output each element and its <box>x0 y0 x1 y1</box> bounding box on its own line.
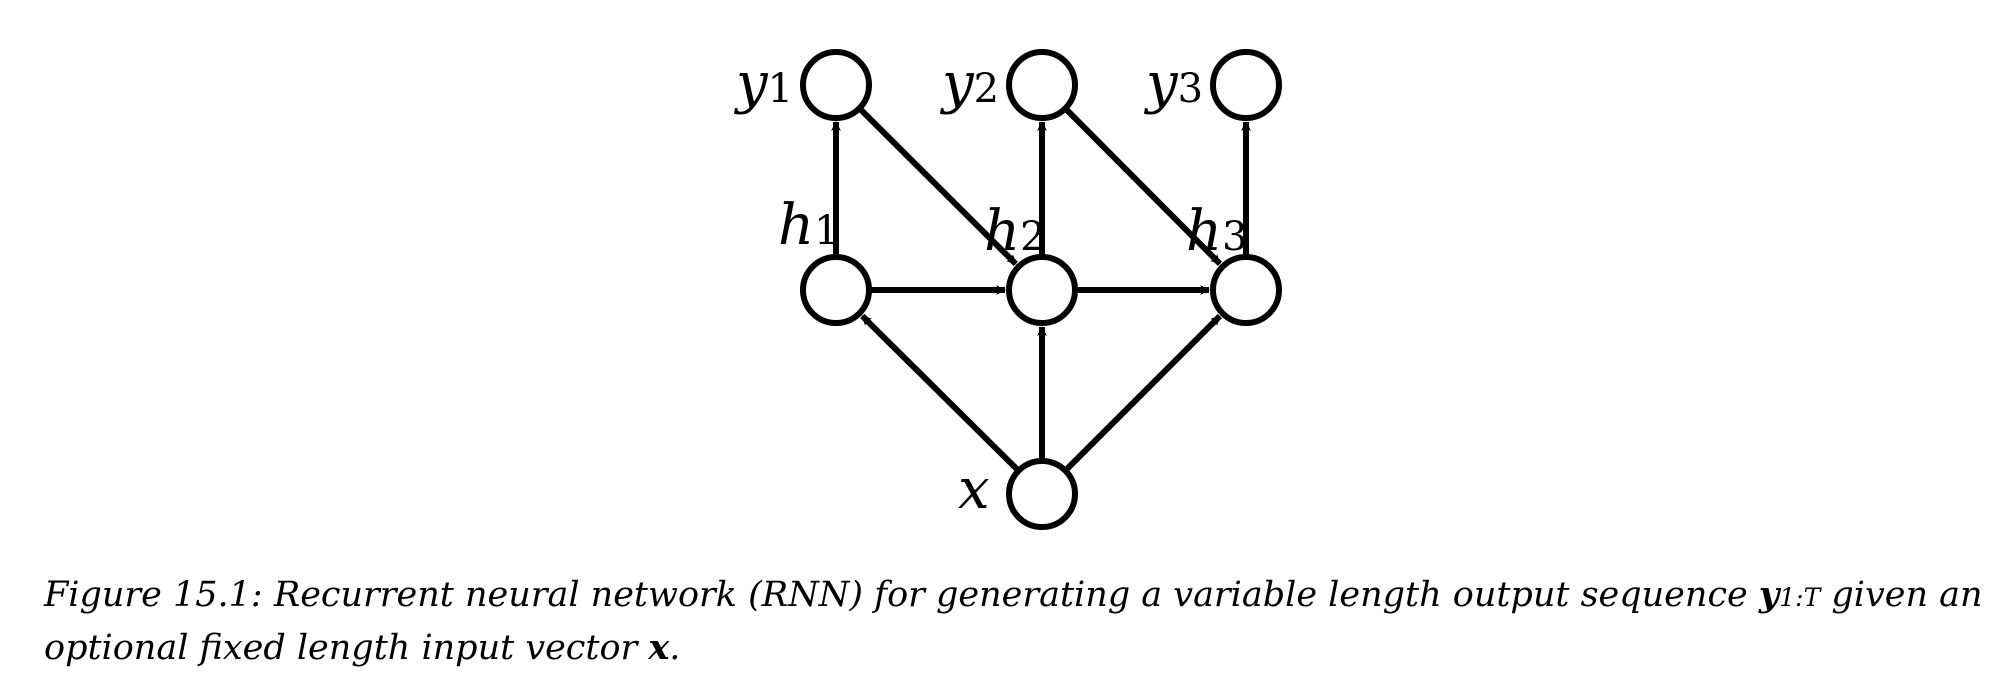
label-h3-subscript: 3 <box>1222 214 1247 260</box>
rnn-diagram: y1 y2 y3 h1 h2 h3 x <box>733 49 1282 530</box>
label-h2-subscript: 2 <box>1020 214 1045 260</box>
edge-x-to-h1 <box>860 313 1021 473</box>
node-h2 <box>1006 254 1078 326</box>
node-y1 <box>800 49 872 121</box>
node-y2 <box>1006 49 1078 121</box>
caption-y-symbol: y <box>1758 574 1780 615</box>
label-y1: y1 <box>733 51 793 116</box>
node-x <box>1006 458 1078 530</box>
label-y2-subscript: 2 <box>974 66 999 112</box>
caption-x-symbol: x <box>648 627 670 668</box>
edge-x-to-h3 <box>1063 314 1222 473</box>
label-x: x <box>958 457 990 522</box>
label-h1-subscript: 1 <box>814 208 839 254</box>
node-y3 <box>1210 49 1282 121</box>
node-h1 <box>800 254 872 326</box>
label-y2: y2 <box>939 51 999 116</box>
caption-text-1-end: given an <box>1820 575 1983 615</box>
figure-caption: Figure 15.1: Recurrent neural network (R… <box>44 570 1984 673</box>
edge-y1-to-h2 <box>857 106 1018 267</box>
label-h3: h3 <box>1186 199 1248 264</box>
caption-text-1: Figure 15.1: Recurrent neural network (R… <box>44 575 1759 615</box>
edge-y2-to-h3 <box>1063 106 1223 266</box>
caption-text-2-end: . <box>669 628 681 668</box>
label-y3: y3 <box>1143 51 1203 116</box>
caption-line-1: Figure 15.1: Recurrent neural network (R… <box>44 570 1984 623</box>
caption-text-2: optional fixed length input vector <box>44 628 649 668</box>
label-y1-subscript: 1 <box>768 66 793 112</box>
caption-y-subscript: 1:T <box>1779 583 1821 612</box>
caption-line-2: optional fixed length input vector x. <box>44 623 1984 673</box>
node-h3 <box>1210 254 1282 326</box>
label-h1: h1 <box>778 193 840 258</box>
label-y3-subscript: 3 <box>1178 66 1203 112</box>
label-h2: h2 <box>984 199 1046 264</box>
